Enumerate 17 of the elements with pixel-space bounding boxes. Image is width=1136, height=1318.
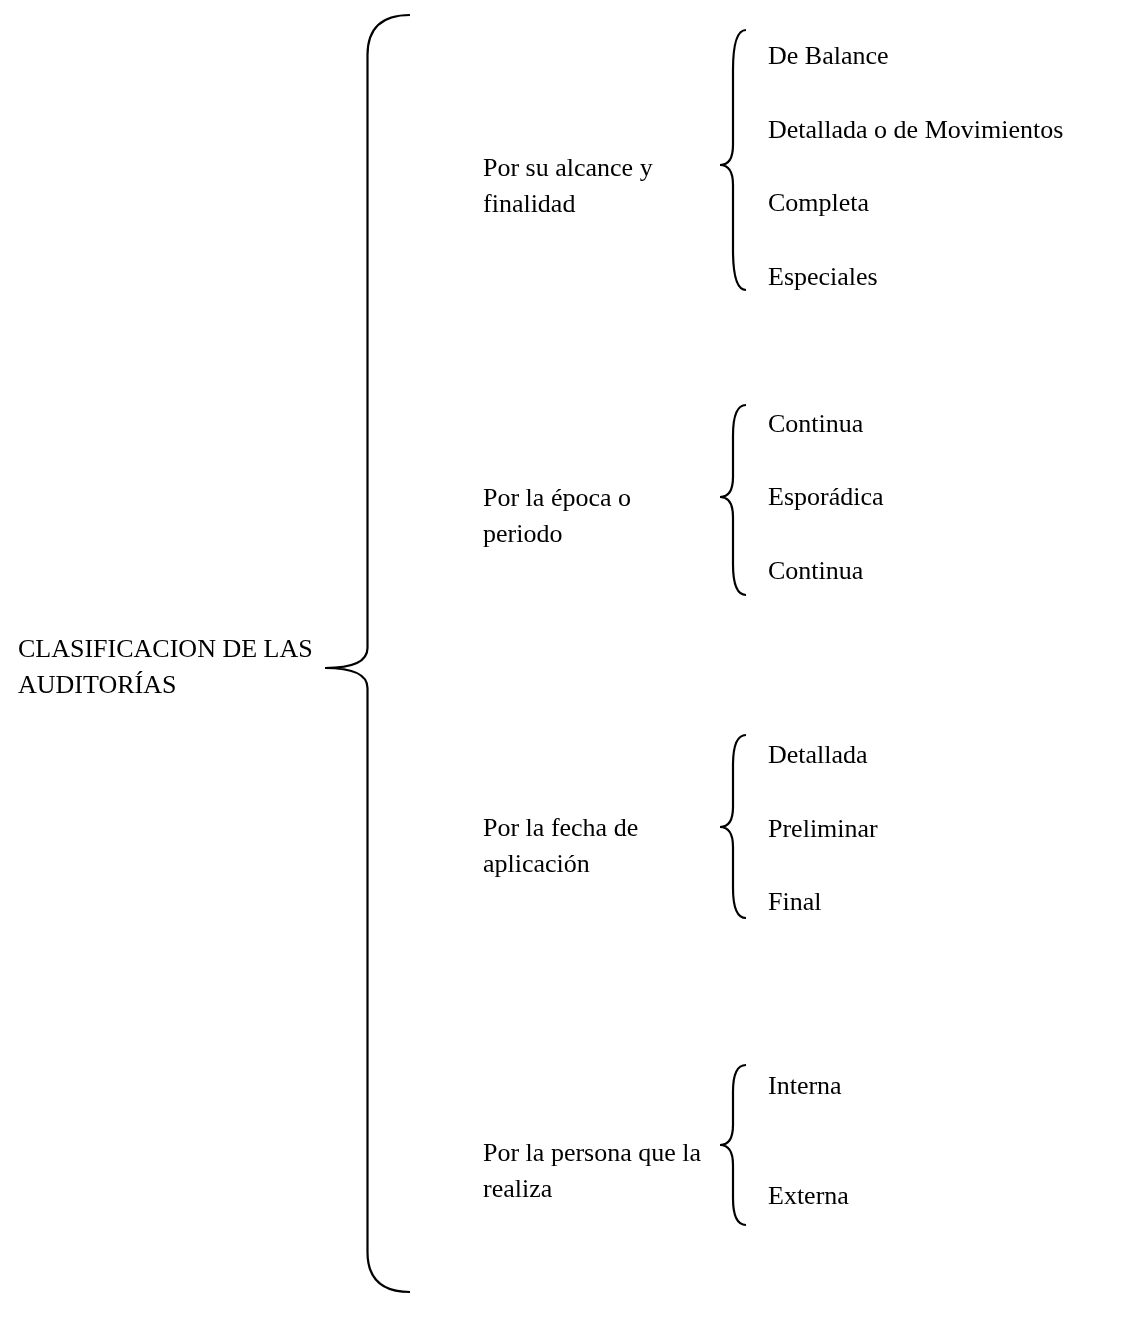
item-label: Continua: [768, 408, 864, 440]
category-label: Por la fecha de aplicación: [483, 812, 640, 880]
item-label: Completa: [768, 187, 870, 219]
item-label: Interna: [768, 1070, 842, 1102]
category-label: Por la persona que la realiza: [483, 1137, 703, 1205]
item-label: Detallada o de Movimientos: [768, 114, 1064, 146]
item-label: Detallada: [768, 739, 868, 771]
category-label: Por la época o periodo: [483, 482, 632, 550]
item-label: Preliminar: [768, 813, 878, 845]
item-label: Esporádica: [768, 481, 884, 513]
item-label: Externa: [768, 1180, 849, 1212]
root-heading: CLASIFICACION DE LAS AUDITORÍAS: [18, 633, 314, 701]
item-label: De Balance: [768, 40, 889, 72]
category-label: Por su alcance y finalidad: [483, 152, 654, 220]
item-label: Final: [768, 886, 822, 918]
item-label: Continua: [768, 555, 864, 587]
item-label: Especiales: [768, 261, 878, 293]
